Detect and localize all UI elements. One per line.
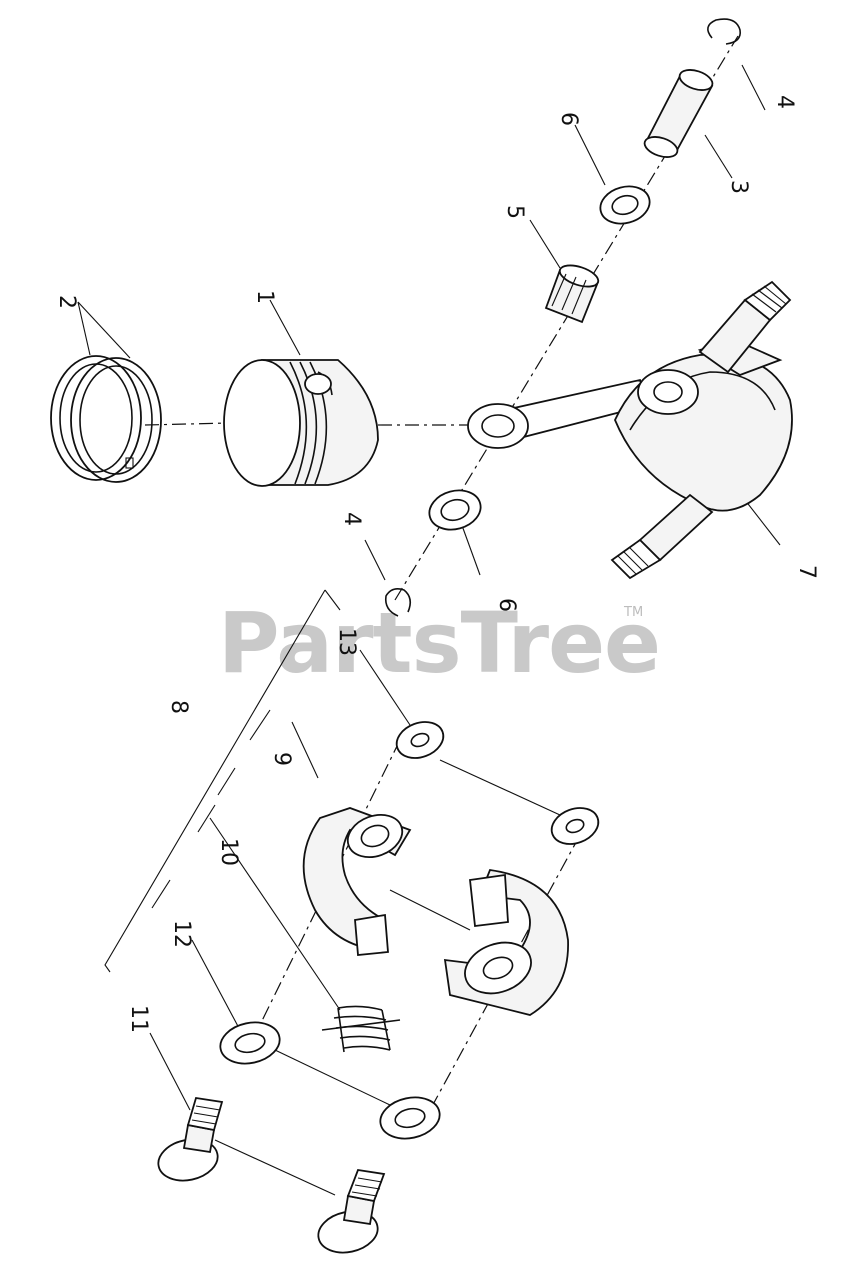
callout-1: 1 — [252, 290, 277, 304]
group-bracket-8 — [104, 589, 326, 973]
wrist-pin — [643, 69, 714, 158]
link-washers-13 — [439, 759, 561, 816]
washer-13-lower — [550, 807, 600, 845]
clutch-shoe-left — [302, 807, 412, 956]
circlip-top — [707, 18, 742, 45]
callout-6-top: 6 — [556, 112, 581, 126]
callout-8: 8 — [166, 700, 191, 714]
callout-7: 7 — [794, 565, 819, 579]
callout-12: 12 — [169, 920, 194, 948]
piston — [223, 359, 379, 487]
needle-bearing — [544, 264, 600, 324]
clutch-shoe-right — [443, 869, 569, 1016]
circlip-bottom — [384, 588, 412, 617]
thrust-washer-top — [599, 185, 651, 225]
callout-13: 13 — [334, 628, 359, 656]
callout-3: 3 — [726, 180, 751, 194]
crankshaft — [467, 280, 793, 580]
watermark-text: PartsTree — [218, 594, 660, 692]
leader-lines — [77, 64, 781, 1111]
callout-labels: 2 1 4 3 6 5 6 4 7 13 8 9 10 12 11 — [54, 95, 819, 1033]
callout-9: 9 — [269, 752, 294, 766]
link-shoes — [389, 889, 471, 931]
callout-6-bottom: 6 — [494, 598, 519, 612]
watermark-trademark: TM — [623, 605, 643, 620]
clutch-spring — [321, 1005, 401, 1053]
thrust-washer-bottom — [428, 489, 482, 531]
washer-12-right — [379, 1096, 441, 1140]
piston-rings — [50, 355, 162, 483]
link-washers-12 — [274, 1049, 391, 1106]
callout-10: 10 — [216, 838, 241, 866]
callout-4-bottom: 4 — [339, 512, 364, 526]
callout-4-top: 4 — [772, 95, 797, 109]
link-bolts-11 — [214, 1139, 336, 1196]
callout-2: 2 — [54, 295, 79, 309]
callout-11: 11 — [126, 1005, 151, 1033]
washer-12-left — [219, 1021, 281, 1065]
shoulder-bolt-left — [157, 1096, 224, 1182]
callout-5: 5 — [502, 205, 527, 219]
shoulder-bolt-right — [317, 1169, 386, 1254]
washer-13-upper — [395, 721, 445, 759]
watermark: PartsTree TM — [218, 594, 661, 692]
